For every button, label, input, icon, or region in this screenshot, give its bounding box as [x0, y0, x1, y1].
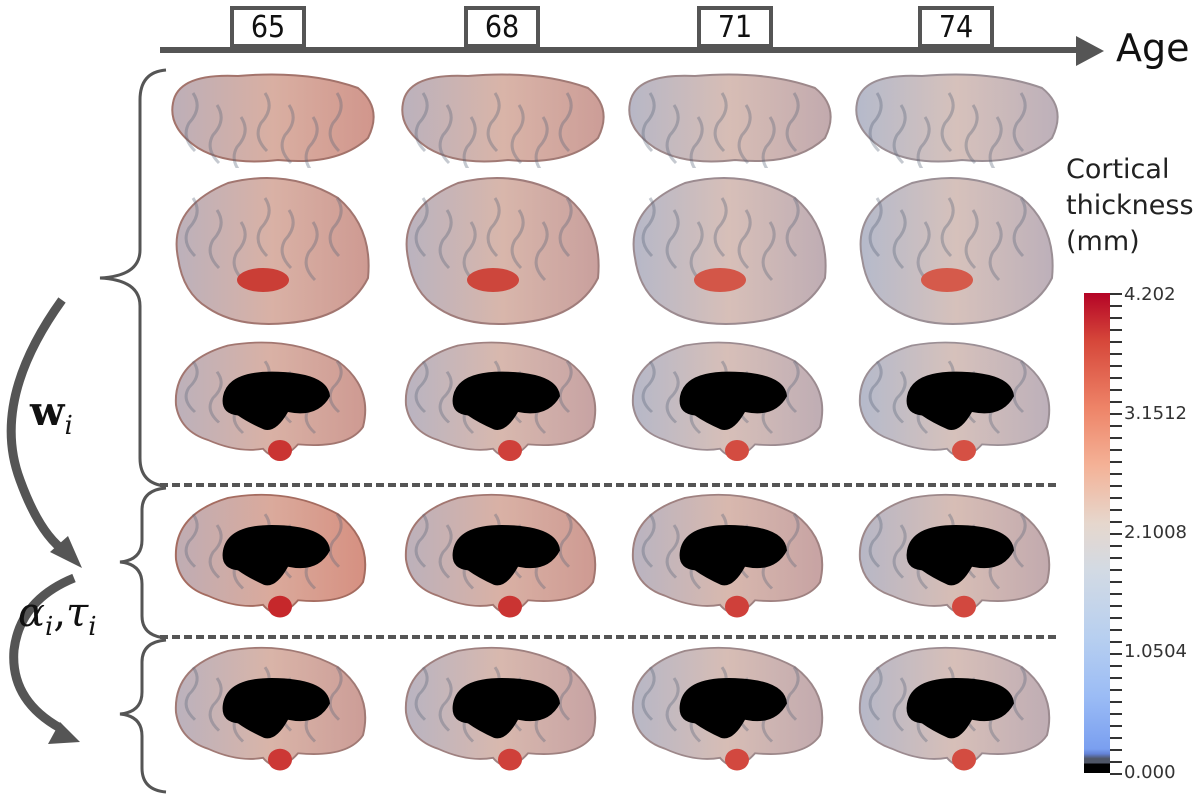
alpha-tau-arrowhead-icon	[48, 722, 80, 744]
age-tick-74: 74	[918, 6, 994, 48]
alpha-symbol: α	[18, 590, 46, 636]
alpha-subscript: i	[45, 612, 54, 642]
brain-medial-age-68	[404, 493, 597, 618]
colorbar-tick	[1110, 353, 1122, 355]
brain-medial-age-65	[174, 646, 367, 771]
colorbar-tick	[1110, 401, 1122, 403]
brain-medial-age-71	[631, 341, 824, 461]
colorbar-label-1: 1.0504	[1124, 641, 1187, 662]
colorbar-tick	[1110, 389, 1122, 391]
colorbar-label-min: 0.000	[1124, 762, 1176, 783]
brace-bottom-icon	[119, 638, 167, 794]
colorbar-gradient	[1084, 293, 1110, 773]
colorbar-tick	[1110, 641, 1122, 643]
colorbar-title-line-1: Cortical	[1066, 154, 1170, 185]
colorbar-tick	[1110, 317, 1122, 319]
colorbar-tick	[1110, 665, 1122, 667]
colorbar-tick	[1110, 677, 1122, 679]
w-arrow-icon	[6, 297, 69, 556]
brain-medial-age-68	[404, 341, 597, 461]
brain-lateral-age-68	[405, 177, 600, 325]
colorbar-tick	[1110, 437, 1122, 439]
brain-medial-age-71	[631, 493, 824, 618]
colorbar-tick	[1110, 629, 1122, 631]
colorbar-tick	[1110, 545, 1122, 547]
colorbar-tick	[1110, 521, 1122, 523]
brain-medial-age-74	[858, 341, 1051, 461]
tau-subscript: i	[88, 612, 97, 642]
colorbar-tick	[1110, 713, 1122, 715]
colorbar-tick	[1110, 725, 1122, 727]
age-tick-71: 71	[697, 6, 773, 48]
colorbar-tick	[1110, 689, 1122, 691]
separator-dashed-line-2	[160, 635, 1056, 639]
colorbar-title-line-3: (mm)	[1066, 226, 1140, 257]
colorbar-tick	[1110, 341, 1122, 343]
colorbar-label-2: 2.1008	[1124, 522, 1187, 543]
colorbar-tick	[1110, 581, 1122, 583]
age-tick-68: 68	[464, 6, 540, 48]
brain-lateral-age-71	[632, 177, 827, 325]
colorbar-label-3: 3.1512	[1124, 403, 1187, 424]
brain-lateral-age-74	[859, 177, 1054, 325]
age-axis-label: Age	[1116, 26, 1190, 70]
colorbar-tick	[1110, 761, 1122, 763]
brain-dorsal-age-74	[855, 73, 1059, 168]
colorbar-title: Cortical thickness (mm)	[1066, 152, 1194, 260]
colorbar-tick	[1110, 593, 1122, 595]
brain-dorsal-age-71	[628, 73, 832, 168]
colorbar-tick	[1110, 701, 1122, 703]
w-i-label: wi	[30, 388, 73, 441]
colorbar-tick	[1110, 533, 1122, 535]
colorbar-title-line-2: thickness	[1066, 190, 1194, 221]
brace-middle-icon	[119, 486, 167, 640]
brain-medial-age-71	[631, 646, 824, 771]
colorbar-tick	[1110, 605, 1122, 607]
brain-medial-age-68	[404, 646, 597, 771]
colorbar-tick	[1110, 413, 1122, 415]
colorbar-tick	[1110, 497, 1122, 499]
colorbar-tick	[1110, 773, 1122, 775]
colorbar-tick	[1110, 653, 1122, 655]
colorbar-tick	[1110, 377, 1122, 379]
w-subscript: i	[64, 411, 73, 441]
w-arrowhead-icon	[50, 536, 82, 568]
colorbar-tick	[1110, 737, 1122, 739]
colorbar-tick	[1110, 617, 1122, 619]
colorbar-tick	[1110, 509, 1122, 511]
age-axis-arrowhead-icon	[1076, 36, 1104, 66]
age-tick-65: 65	[230, 6, 306, 48]
colorbar-tick	[1110, 569, 1122, 571]
brain-lateral-age-65	[175, 177, 370, 325]
brain-medial-age-74	[858, 646, 1051, 771]
brain-medial-age-65	[174, 493, 367, 618]
colorbar-tick	[1110, 305, 1122, 307]
tau-symbol: τ	[66, 590, 89, 636]
colorbar-ticks	[1110, 293, 1124, 775]
alpha-tau-arrow-icon	[9, 573, 76, 732]
brain-dorsal-age-65	[171, 73, 375, 168]
colorbar-tick	[1110, 293, 1122, 295]
brain-dorsal-age-68	[401, 73, 605, 168]
colorbar-label-max: 4.202	[1124, 284, 1176, 305]
colorbar-tick	[1110, 329, 1122, 331]
w-symbol: w	[30, 388, 65, 435]
brain-medial-age-74	[858, 493, 1051, 618]
brace-and-arrow-layer	[6, 68, 167, 794]
colorbar-tick	[1110, 749, 1122, 751]
colorbar-tick	[1110, 365, 1122, 367]
age-axis-line	[160, 47, 1080, 53]
colorbar-tick	[1110, 449, 1122, 451]
colorbar-tick	[1110, 557, 1122, 559]
separator: ,	[53, 590, 67, 636]
alpha-tau-label: αi,τi	[18, 590, 97, 642]
separator-dashed-line-1	[160, 483, 1056, 487]
colorbar-tick	[1110, 425, 1122, 427]
colorbar-tick	[1110, 485, 1122, 487]
brace-top-icon	[99, 68, 167, 488]
colorbar-tick	[1110, 473, 1122, 475]
colorbar-tick	[1110, 461, 1122, 463]
brain-medial-age-65	[174, 341, 367, 461]
